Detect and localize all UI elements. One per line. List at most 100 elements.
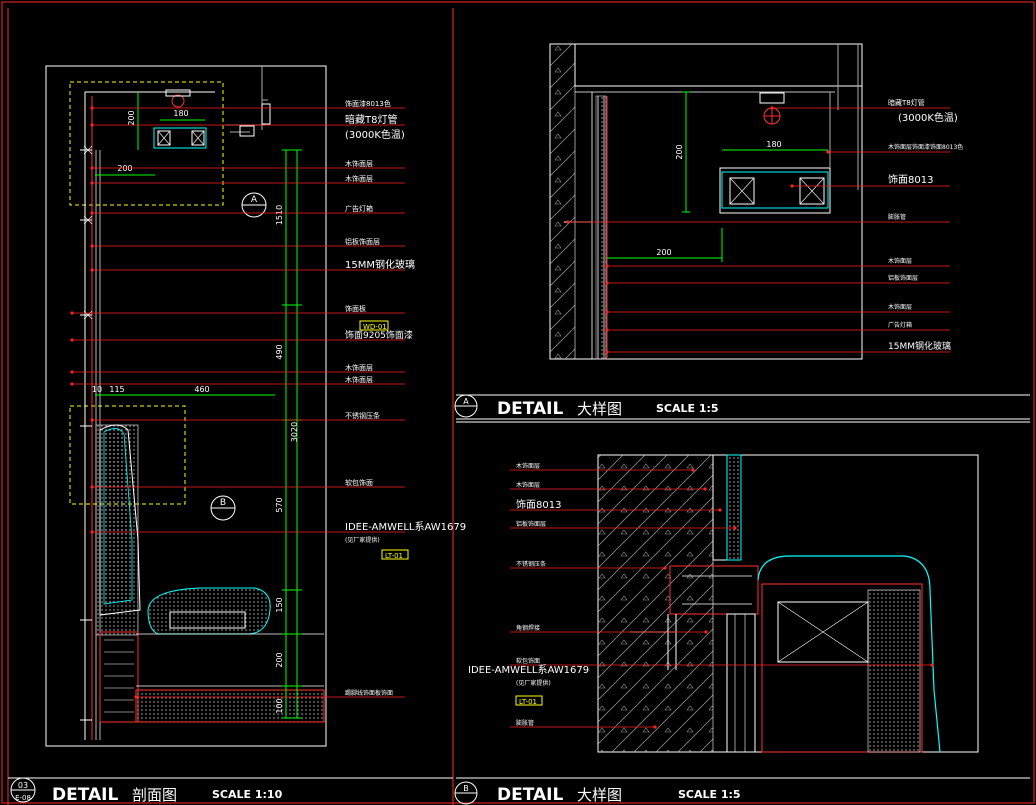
detail-a-callout-8: 木饰面层	[605, 303, 950, 314]
dimension-label: 200	[675, 144, 684, 159]
dimension-label: 200	[127, 110, 136, 125]
left-callout-text: 不锈钢压条	[345, 411, 380, 420]
left-callout-17: 踢脚线饰面板饰面	[134, 689, 405, 699]
panel-dividers	[8, 394, 1030, 779]
left-callout-5: 木饰面层	[90, 174, 405, 185]
left-callout-text: 广告灯箱	[345, 204, 373, 213]
left-callout-text: 木饰面层	[345, 363, 373, 372]
left-callout-16: (见厂家提供)	[345, 536, 380, 544]
left-callout-13: 不锈钢压条	[90, 411, 405, 422]
dimension-label: 150	[275, 597, 284, 612]
left-callout-2: 暗藏T8灯管	[90, 113, 405, 127]
detail-b-marker: B	[463, 784, 469, 793]
detail-b-callout-2: 木饰面层	[510, 481, 707, 491]
detail-b-subtitle: 大样图	[577, 786, 622, 804]
left-callout-3: (3000K色温)	[345, 128, 405, 141]
detail-b-callout-5: 不锈钢压条	[510, 560, 667, 570]
detail-a-title-block: A DETAIL 大样图 SCALE 1:5	[454, 394, 719, 419]
detail-b-callout-9: (见厂家提供)	[516, 679, 551, 687]
dimension-label: 490	[275, 344, 284, 359]
left-callout-6: 广告灯箱	[90, 204, 405, 215]
detail-a-callout-7: 铝板饰面层	[605, 274, 950, 285]
detail-b-callout-6: 角钢焊接	[510, 624, 708, 634]
sheet-number: 03	[18, 781, 28, 790]
detail-a-callout-text: 饰面8013	[888, 173, 933, 186]
detail-b-callout-text: 不锈钢压条	[516, 560, 546, 568]
dimension-label: 460	[194, 385, 209, 394]
left-dimension-lines	[95, 92, 302, 719]
left-subtitle: 剖面图	[132, 786, 177, 804]
detail-a-callout-box	[69, 81, 224, 206]
detail-a-callout-text: 15MM钢化玻璃	[888, 340, 951, 352]
left-callout-4: 木饰面层	[90, 159, 405, 170]
left-callout-text: IDEE-AMWELL系AW1679	[345, 521, 466, 533]
detail-a-callout-text: (3000K色温)	[898, 111, 958, 124]
left-callout-text: (见厂家提供)	[345, 536, 380, 544]
detail-b-title: DETAIL	[497, 785, 563, 805]
section-marker-b: B	[210, 495, 236, 521]
left-callout-text: (3000K色温)	[345, 128, 405, 141]
detail-a-callout-3: 木饰面层饰面漆饰面8013色	[826, 143, 963, 154]
dimension-label: 200	[656, 248, 671, 257]
left-callout-text: 软包饰面	[345, 478, 373, 487]
detail-b-callout-10: 膨胀管	[510, 719, 657, 729]
detail-b-callout-text: 木饰面层	[516, 462, 540, 470]
detail-b-callout-text: 铝板饰面层	[516, 520, 546, 528]
detail-a-callout-text: 木饰面层	[888, 303, 912, 311]
detail-a-callout-text: 膨胀管	[888, 213, 906, 221]
detail-b-callout-4: 铝板饰面层	[510, 520, 737, 530]
detail-a-subtitle: 大样图	[577, 400, 622, 418]
svg-text:LT-01: LT-01	[519, 698, 537, 706]
detail-a-callout-9: 广告灯箱	[605, 321, 950, 332]
detail-b-callout-7: 软包饰面	[510, 657, 934, 667]
detail-b-callout-text: (见厂家提供)	[516, 679, 551, 687]
left-callout-text: 饰面板	[345, 304, 366, 313]
detail-a-callout-1: 暗藏T8灯管	[770, 98, 950, 110]
detail-b-title-block: B DETAIL 大样图 SCALE 1:5	[454, 781, 741, 805]
left-callout-1: 饰面漆8013色	[90, 99, 405, 110]
detail-b-callout-text: 饰面8013	[516, 498, 561, 511]
detail-b-callout-1: 木饰面层	[510, 462, 695, 472]
left-callout-8: 15MM钢化玻璃	[90, 258, 415, 272]
dimension-label: 1510	[275, 205, 284, 225]
detail-a-callout-text: 木饰面层	[888, 257, 912, 265]
detail-a-dimension-texts: 200 180 200	[656, 140, 781, 257]
section-marker-a: A	[241, 192, 267, 218]
svg-text:LT-01: LT-01	[385, 552, 403, 560]
left-scale: SCALE 1:10	[212, 788, 283, 801]
sheet-reference: E-08	[15, 794, 31, 802]
detail-b-callout-box	[69, 405, 186, 505]
left-drawing-border	[45, 65, 327, 747]
detail-a-callout-6: 木饰面层	[605, 257, 950, 268]
detail-b-callout-8: IDEE-AMWELL系AW1679	[468, 664, 589, 676]
tag-lt-01: LT-01	[381, 549, 409, 560]
left-title: DETAIL	[52, 785, 118, 805]
left-callout-text: 木饰面层	[345, 174, 373, 183]
detail-b-scale: SCALE 1:5	[678, 788, 741, 801]
section-marker-a-label: A	[251, 195, 258, 205]
left-section-drawing: A B	[45, 65, 327, 747]
left-callout-text: 铝板饰面层	[345, 237, 380, 246]
dimension-label: 115	[109, 385, 124, 394]
dimension-label: 200	[117, 164, 132, 173]
dimension-label: 3020	[290, 422, 299, 442]
left-title-block: 03 E-08 DETAIL 剖面图 SCALE 1:10	[10, 777, 283, 805]
detail-a-callout-10: 15MM钢化玻璃	[605, 340, 951, 354]
dimension-label: 100	[275, 698, 284, 713]
dimension-label: 180	[173, 109, 188, 118]
left-callout-text: 暗藏T8灯管	[345, 113, 397, 126]
dimension-label: 180	[766, 140, 781, 149]
detail-a-callout-2: (3000K色温)	[898, 111, 958, 124]
detail-a-drawing	[549, 43, 863, 360]
detail-b-callout-3: 饰面8013	[510, 498, 722, 512]
detail-a-title: DETAIL	[497, 399, 563, 419]
left-callout-text: 踢脚线饰面板饰面	[345, 689, 393, 697]
left-callouts: 饰面漆8013色暗藏T8灯管(3000K色温)木饰面层木饰面层广告灯箱铝板饰面层…	[70, 99, 466, 699]
left-callout-text: 饰面9205饰面漆	[345, 329, 413, 341]
tag-lt-01-detail-b: LT-01	[515, 695, 543, 706]
detail-a-marker: A	[463, 397, 469, 406]
dimension-label: 200	[275, 652, 284, 667]
